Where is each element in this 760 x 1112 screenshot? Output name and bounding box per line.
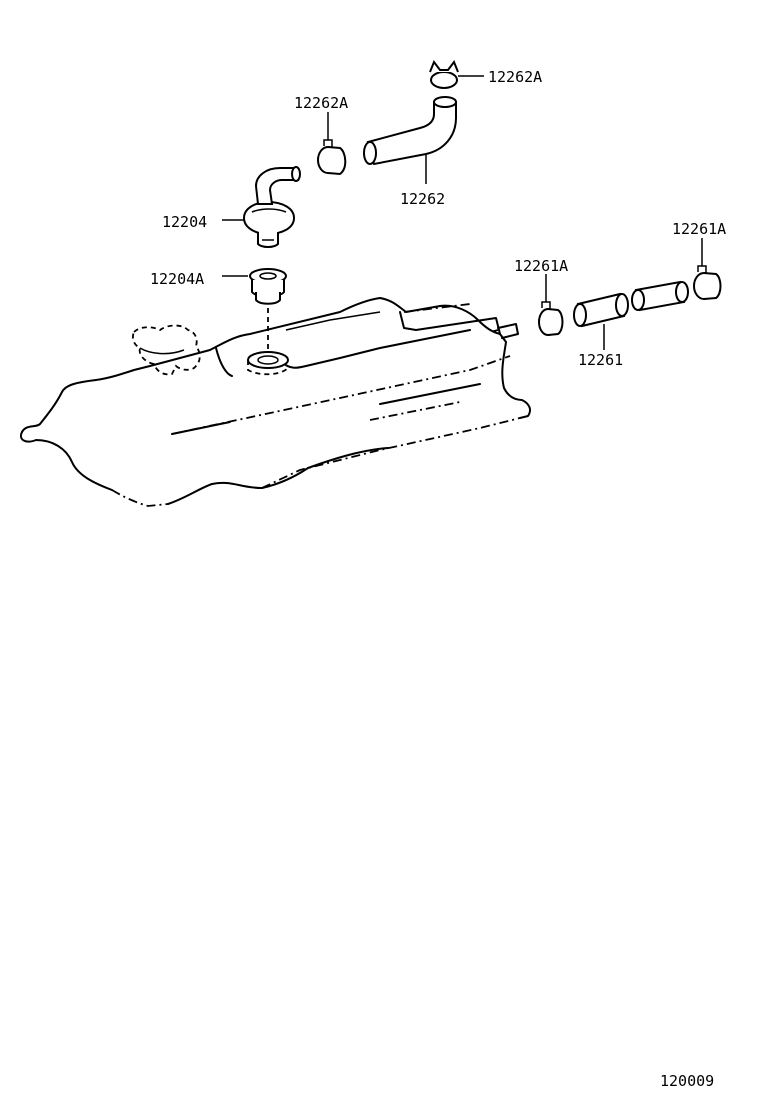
label-hose-clamp-right: 12261A [672, 220, 726, 238]
hose-clamp-mid [538, 301, 564, 336]
ventilation-hose-upper [363, 96, 457, 166]
pcv-grommet [249, 268, 287, 305]
hose-clamp-left [317, 139, 347, 176]
label-ventilation-hose-lower: 12261 [578, 351, 623, 369]
cylinder-head-cover [20, 297, 531, 507]
label-hose-clamp-left: 12262A [294, 94, 348, 112]
figure-code: 120009 [660, 1072, 714, 1090]
label-pcv-grommet: 12204A [150, 270, 204, 288]
pcv-valve [242, 166, 301, 248]
label-pcv-valve: 12204 [162, 213, 207, 231]
label-ventilation-hose-upper: 12262 [400, 190, 445, 208]
hose-clamp-right [693, 265, 722, 300]
hose-clamp-top [429, 59, 459, 89]
ventilation-hose-lower [573, 280, 689, 328]
label-hose-clamp-top: 12262A [488, 68, 542, 86]
label-hose-clamp-mid: 12261A [514, 257, 568, 275]
